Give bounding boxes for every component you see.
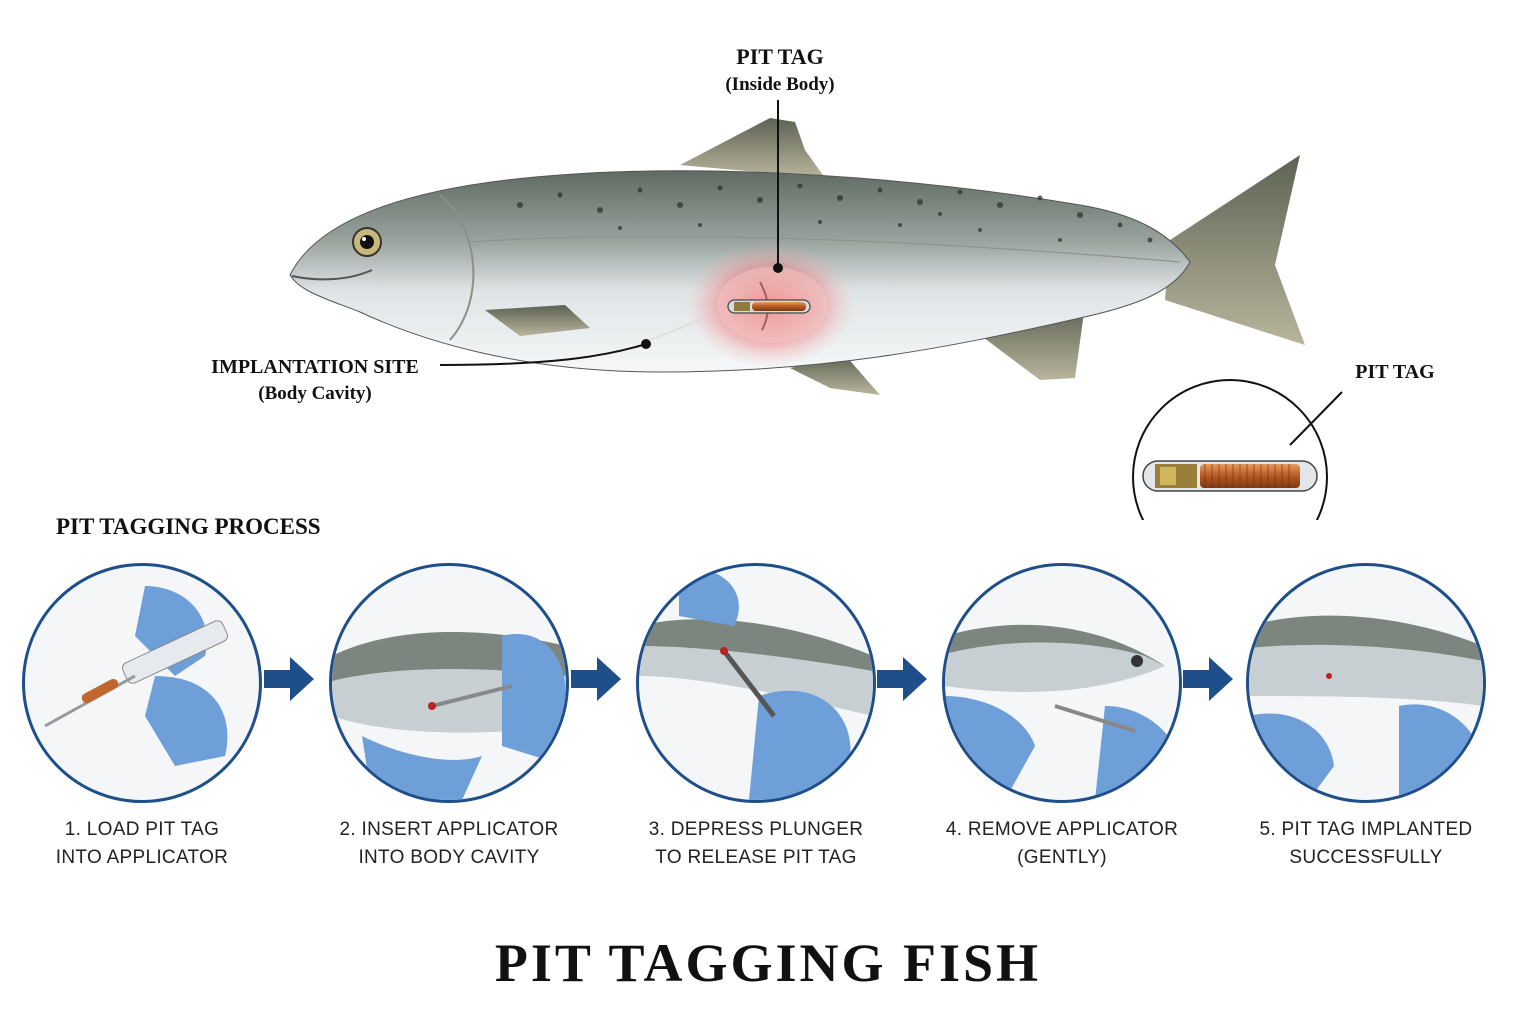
pit-tag-closeup-icon (1142, 460, 1318, 492)
implantation-site-label: IMPLANTATION SITE (211, 356, 419, 378)
step-4-caption: 4. REMOVE APPLICATOR (GENTLY) (902, 816, 1222, 872)
arrow-right-icon (264, 657, 314, 701)
step-5-caption: 5. PIT TAG IMPLANTED SUCCESSFULLY (1206, 816, 1526, 872)
step-4-line2: (GENTLY) (1017, 847, 1107, 868)
pit-tag-label: PIT TAG (736, 44, 824, 69)
main-title: PIT TAGGING FISH (494, 933, 1042, 993)
step-4-image (942, 563, 1182, 803)
step-2: 2. INSERT APPLICATOR INTO BODY CAVITY (329, 563, 569, 868)
arrow-right-icon (1183, 657, 1233, 701)
step-5-image (1246, 563, 1486, 803)
arrow-right-icon (571, 657, 621, 701)
step-1-caption: 1. LOAD PIT TAG INTO APPLICATOR (0, 816, 302, 872)
pit-tag-closeup (1132, 379, 1328, 520)
step-4: 4. REMOVE APPLICATOR (GENTLY) (942, 563, 1182, 868)
step-2-caption: 2. INSERT APPLICATOR INTO BODY CAVITY (289, 816, 609, 872)
step-1-image (22, 563, 262, 803)
closeup-pit-tag-label: PIT TAG (1355, 361, 1435, 383)
step-5: 5. PIT TAG IMPLANTED SUCCESSFULLY (1246, 563, 1486, 868)
step-4-line1: 4. REMOVE APPLICATOR (945, 819, 1179, 840)
step-5-line2: SUCCESSFULLY (1289, 847, 1443, 868)
step-3-caption: 3. DEPRESS PLUNGER TO RELEASE PIT TAG (596, 816, 916, 872)
step-1: 1. LOAD PIT TAG INTO APPLICATOR (22, 563, 262, 868)
step-1-line2: INTO APPLICATOR (55, 847, 229, 868)
pectoral-fin (485, 305, 590, 336)
pit-tag-inside-icon (727, 299, 811, 314)
fish-illustration (289, 100, 1343, 520)
implantation-site-sublabel: (Body Cavity) (258, 383, 372, 404)
arrow-right-icon (877, 657, 927, 701)
step-5-line1: 5. PIT TAG IMPLANTED (1259, 819, 1473, 840)
step-2-line1: 2. INSERT APPLICATOR (339, 819, 559, 840)
step-2-line2: INTO BODY CAVITY (358, 847, 540, 868)
pit-tag-sublabel: (Inside Body) (725, 74, 835, 95)
fish-spots (517, 183, 1153, 243)
process-heading: PIT TAGGING PROCESS (56, 514, 321, 539)
step-3: 3. DEPRESS PLUNGER TO RELEASE PIT TAG (636, 563, 876, 868)
step-3-line1: 3. DEPRESS PLUNGER (648, 819, 864, 840)
step-3-image (636, 563, 876, 803)
anal-fin (980, 305, 1085, 380)
step-2-image (329, 563, 569, 803)
tail-fin (1165, 155, 1305, 345)
step-3-line2: TO RELEASE PIT TAG (655, 847, 857, 868)
step-1-line1: 1. LOAD PIT TAG (64, 819, 220, 840)
dorsal-fin (680, 118, 825, 178)
